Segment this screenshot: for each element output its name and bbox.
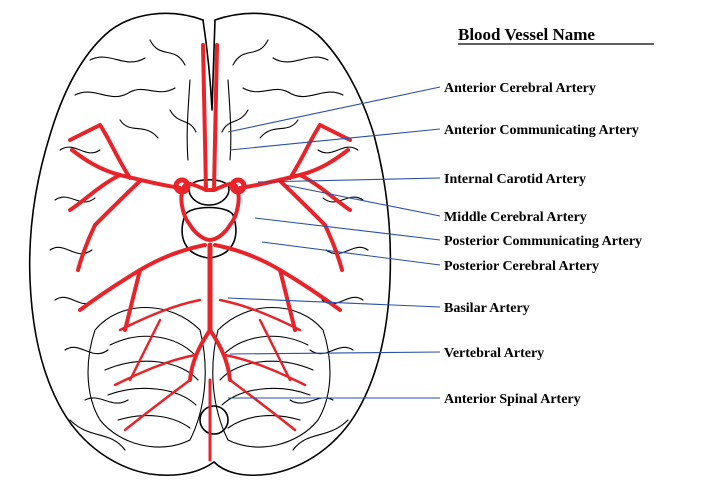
label-anterior-spinal: Anterior Spinal Artery (444, 392, 581, 407)
right-hemisphere-outline (214, 13, 390, 475)
gyri-left (50, 40, 196, 450)
leader-posterior-cerebral (262, 242, 440, 265)
leader-posterior-communicating (255, 218, 440, 240)
label-posterior-communicating: Posterior Communicating Artery (444, 234, 642, 249)
cerebellum-left (88, 308, 205, 448)
label-anterior-cerebral: Anterior Cerebral Artery (444, 81, 596, 96)
diagram-title: Blood Vessel Name (458, 25, 595, 44)
label-posterior-cerebral: Posterior Cerebral Artery (444, 259, 599, 274)
middle-cerebral-left (70, 125, 180, 270)
label-middle-cerebral: Middle Cerebral Artery (444, 210, 587, 225)
foramen-magnum (200, 406, 228, 434)
middle-cerebral-right (240, 125, 350, 270)
left-hemisphere-outline (30, 13, 214, 475)
leader-middle-cerebral (285, 185, 440, 216)
anterior-cerebral-vessel (203, 45, 217, 190)
label-basilar: Basilar Artery (444, 301, 530, 316)
label-internal-carotid: Internal Carotid Artery (444, 172, 586, 187)
leader-anterior-cerebral (228, 87, 440, 132)
leader-vertebral (230, 352, 440, 354)
label-vertebral: Vertebral Artery (444, 346, 544, 361)
label-list: Anterior Cerebral Artery Anterior Commun… (444, 81, 642, 407)
olfactory-tracts (187, 80, 231, 160)
gyri-right (222, 40, 368, 450)
label-anterior-communicating: Anterior Communicating Artery (444, 123, 639, 138)
